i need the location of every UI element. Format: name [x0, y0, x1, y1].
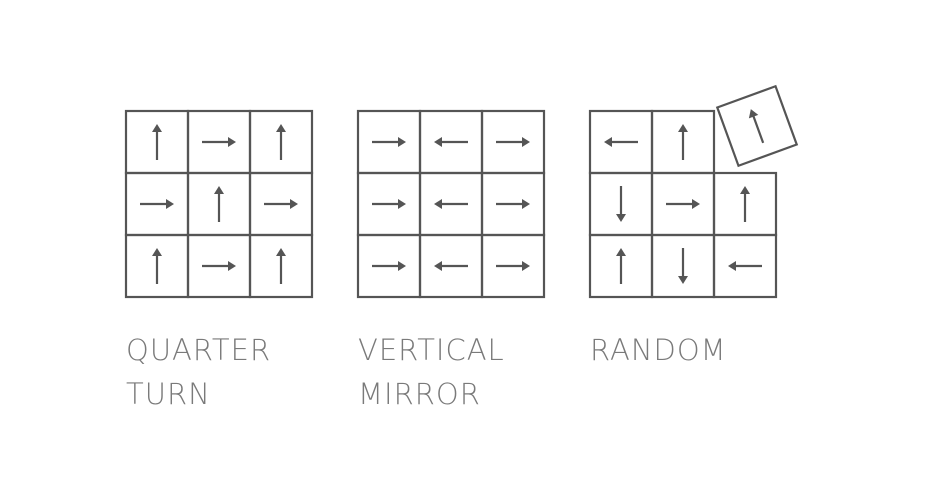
random-arrow-left-icon — [604, 137, 638, 147]
quarter-turn-label-line-1: QUARTER — [126, 333, 272, 367]
quarter-turn-arrow-right-icon — [140, 199, 174, 209]
vertical-mirror-arrow-right-icon — [372, 137, 406, 147]
vertical-mirror-arrow-left-icon — [434, 137, 468, 147]
vertical-mirror-arrow-left-icon — [434, 199, 468, 209]
random-displaced-arrow-up-icon — [748, 109, 765, 144]
quarter-turn-tile-r2c2 — [248, 233, 314, 299]
random-grid — [588, 109, 778, 299]
quarter-turn-arrow-up-icon — [152, 124, 162, 160]
random-arrow-right-icon — [666, 199, 700, 209]
random-tile-r2c2 — [712, 233, 778, 299]
quarter-turn-arrow-right-icon — [202, 137, 236, 147]
vertical-mirror-arrow-right-icon — [496, 261, 530, 271]
vertical-mirror-grid — [356, 109, 546, 299]
random-arrow-left-icon — [728, 261, 762, 271]
vertical-mirror-arrow-right-icon — [372, 199, 406, 209]
random-label: RANDOM — [590, 328, 727, 372]
random-arrow-down-icon — [616, 186, 626, 222]
vertical-mirror-label: VERTICAL MIRROR — [358, 328, 505, 416]
quarter-turn-label: QUARTER TURN — [126, 328, 271, 416]
quarter-turn-label-line-2: TURN — [126, 377, 211, 411]
vertical-mirror-label-line-1: VERTICAL — [358, 333, 505, 367]
quarter-turn-arrow-up-icon — [152, 248, 162, 284]
quarter-turn-arrow-right-icon — [202, 261, 236, 271]
vertical-mirror-arrow-right-icon — [496, 199, 530, 209]
vertical-mirror-arrow-left-icon — [434, 261, 468, 271]
quarter-turn-arrow-up-icon — [276, 248, 286, 284]
random-arrow-up-icon — [678, 124, 688, 160]
vertical-mirror-arrow-right-icon — [372, 261, 406, 271]
random-label-line-1: RANDOM — [590, 333, 727, 367]
random-arrow-up-icon — [616, 248, 626, 284]
quarter-turn-arrow-right-icon — [264, 199, 298, 209]
quarter-turn-arrow-up-icon — [276, 124, 286, 160]
vertical-mirror-tile-r2c2 — [480, 233, 546, 299]
vertical-mirror-label-line-2: MIRROR — [358, 377, 481, 411]
quarter-turn-grid — [124, 109, 314, 299]
random-arrow-down-icon — [678, 248, 688, 284]
random-arrow-up-icon — [740, 186, 750, 222]
random-displaced-tile — [715, 84, 799, 168]
quarter-turn-arrow-up-icon — [214, 186, 224, 222]
vertical-mirror-arrow-right-icon — [496, 137, 530, 147]
